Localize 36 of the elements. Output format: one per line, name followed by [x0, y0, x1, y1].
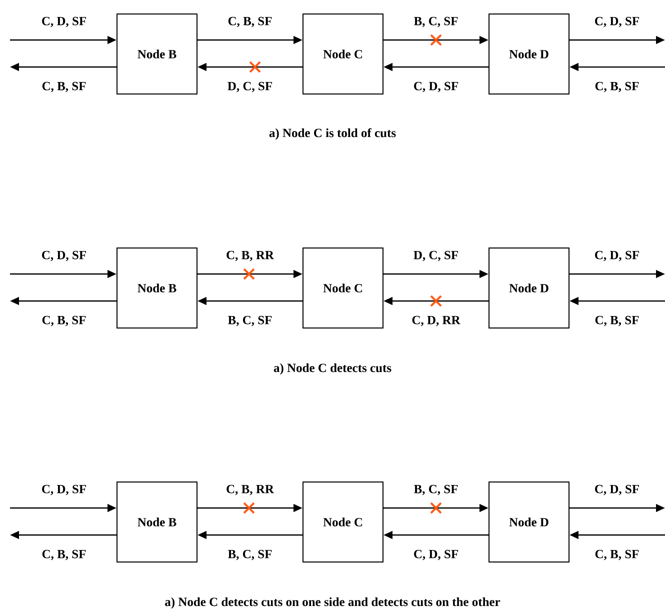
- edge-label: C, B, SF: [42, 316, 86, 326]
- edge-label: C, D, RR: [412, 316, 460, 326]
- node-box: Node C: [302, 481, 384, 562]
- edge-label: C, B, SF: [42, 82, 86, 92]
- edge-label: C, D, SF: [42, 250, 86, 262]
- caption: a) Node C detects cuts on one side and detects cuts on the other: [165, 597, 500, 609]
- node-box: Node C: [302, 247, 384, 328]
- edge-label: D, C, SF: [414, 250, 458, 262]
- edge-label: C, B, SF: [228, 16, 272, 28]
- edge-label: C, B, RR: [226, 484, 274, 496]
- edge-label: C, D, SF: [414, 82, 458, 92]
- caption: a) Node C is told of cuts: [269, 128, 396, 140]
- node-box: Node D: [488, 481, 570, 562]
- edge-label: C, B, SF: [42, 550, 86, 560]
- node-box: Node B: [116, 14, 198, 94]
- caption: a) Node C detects cuts: [274, 363, 392, 375]
- edge-label: C, B, SF: [595, 82, 639, 92]
- edge-label: B, C, SF: [414, 484, 458, 496]
- node-box: Node B: [116, 481, 198, 562]
- node-box: Node D: [488, 247, 570, 328]
- node-box: Node B: [116, 247, 198, 328]
- edge-label: C, B, SF: [595, 316, 639, 326]
- edge-label: B, C, SF: [414, 16, 458, 28]
- node-box: Node D: [488, 14, 570, 94]
- edge-label: C, D, SF: [595, 484, 639, 496]
- edge-label: D, C, SF: [228, 82, 272, 92]
- edge-label: B, C, SF: [228, 316, 272, 326]
- edge-label: C, D, SF: [42, 16, 86, 28]
- edge-label: C, B, RR: [226, 250, 274, 262]
- edge-label: C, D, SF: [595, 250, 639, 262]
- edge-label: B, C, SF: [228, 550, 272, 560]
- edge-label: C, D, SF: [595, 16, 639, 28]
- node-box: Node C: [302, 14, 384, 94]
- edge-label: C, D, SF: [42, 484, 86, 496]
- edge-label: C, B, SF: [595, 550, 639, 560]
- edge-label: C, D, SF: [414, 550, 458, 560]
